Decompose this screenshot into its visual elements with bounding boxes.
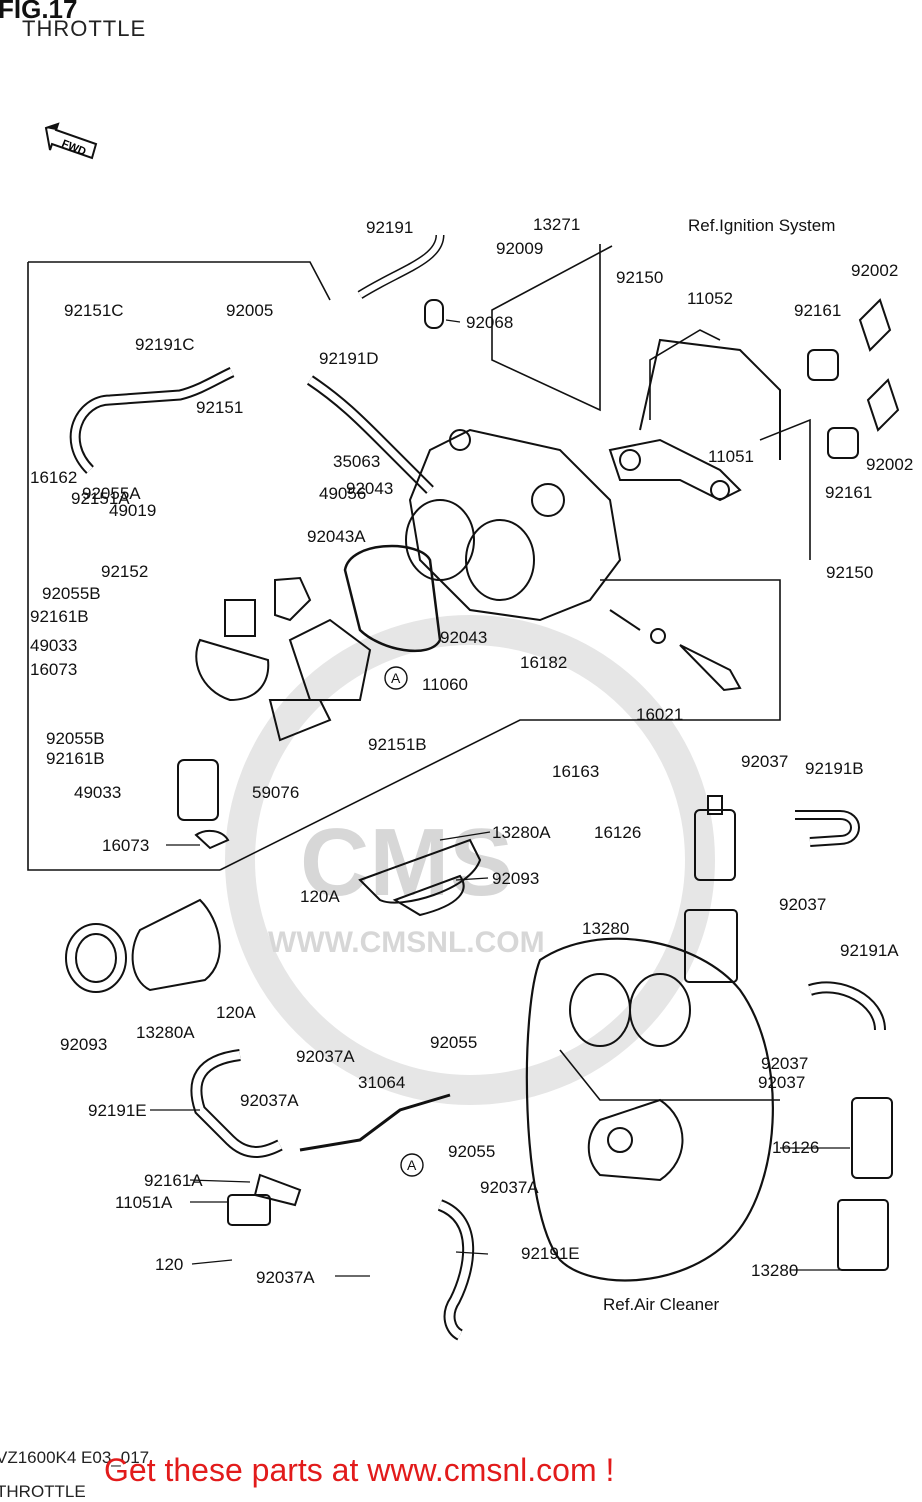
- callout-a-upper: A: [384, 666, 408, 690]
- part-label: 16073: [102, 836, 149, 855]
- part-label: 92191A: [840, 941, 899, 960]
- part-label: 92191C: [135, 335, 195, 354]
- part-label: 92151C: [64, 301, 124, 320]
- part-label: 13280: [582, 919, 629, 938]
- part-label: 92037A: [296, 1047, 355, 1066]
- part-label: 49056: [319, 484, 366, 503]
- part-label: 92191: [366, 218, 413, 237]
- part-label: 92037: [758, 1073, 805, 1092]
- part-label: 16021: [636, 705, 683, 724]
- part-label: 92151: [196, 398, 243, 417]
- part-label: 92043A: [307, 527, 366, 546]
- part-label: 120A: [300, 887, 340, 906]
- part-label: 92055B: [42, 584, 101, 603]
- part-label: 92055: [430, 1033, 477, 1052]
- forward-direction-icon: FWD: [44, 122, 98, 160]
- part-label: 92068: [466, 313, 513, 332]
- part-label: 11051: [708, 447, 754, 466]
- part-label: 92002: [866, 455, 913, 474]
- part-label: 92037A: [480, 1178, 539, 1197]
- watermark-url: WWW.CMSNL.COM: [268, 926, 545, 959]
- part-label: 11060: [422, 675, 468, 694]
- part-label: 92161A: [144, 1171, 203, 1190]
- part-label: 92009: [496, 239, 543, 258]
- callout-a-lower: A: [400, 1153, 424, 1177]
- part-label: 92161B: [30, 607, 89, 626]
- part-label: 92043: [346, 479, 393, 498]
- part-label: 92191E: [521, 1244, 580, 1263]
- part-label: 92037: [761, 1054, 808, 1073]
- ref-ignition-system: Ref.Ignition System: [688, 216, 835, 235]
- part-label: 92093: [60, 1035, 107, 1054]
- figure-title: THROTTLE: [22, 16, 147, 41]
- part-label: 16126: [772, 1138, 819, 1157]
- part-label: 35063: [333, 452, 380, 471]
- part-label: 92037A: [256, 1268, 315, 1287]
- part-label: 92043: [440, 628, 487, 647]
- part-label: 92161: [825, 483, 872, 502]
- part-label: 92191B: [805, 759, 864, 778]
- part-label: 59076: [252, 783, 299, 802]
- part-label: 92191D: [319, 349, 379, 368]
- ref-air-cleaner: Ref.Air Cleaner: [603, 1295, 720, 1314]
- part-label: 92093: [492, 869, 539, 888]
- part-label: 13280: [751, 1261, 798, 1280]
- part-label: 13280A: [136, 1023, 195, 1042]
- part-label: 92055B: [46, 729, 105, 748]
- part-label: 92150: [826, 563, 873, 582]
- buy-parts-link[interactable]: Get these parts at www.cmsnl.com !: [104, 1452, 615, 1488]
- part-label: 92191E: [88, 1101, 147, 1120]
- part-label: 49019: [109, 501, 156, 520]
- part-label: 92055: [448, 1142, 495, 1161]
- part-label: 92152: [101, 562, 148, 581]
- part-label: 92037: [779, 895, 826, 914]
- part-label: 92151B: [368, 735, 427, 754]
- leader-lines: [150, 319, 850, 1277]
- part-label: 92161: [794, 301, 841, 320]
- part-label: 92055A: [82, 484, 141, 503]
- footer-title: THROTTLE: [0, 1482, 86, 1501]
- part-label: 13271: [533, 215, 580, 234]
- model-code: VZ1600K4 E03_017: [0, 1448, 150, 1467]
- part-label: 13280A: [492, 823, 551, 842]
- part-number-labels: 92191 13271 92009 92150 11052 92002 9215…: [30, 215, 913, 1287]
- part-label: 16073: [30, 660, 77, 679]
- parts-drawing: [65, 234, 900, 1341]
- part-label: 120A: [216, 1003, 256, 1022]
- part-label: 31064: [358, 1073, 405, 1092]
- part-label: 92002: [851, 261, 898, 280]
- part-label: 16163: [552, 762, 599, 781]
- figure-number: FIG.17: [0, 0, 78, 24]
- part-label: 92005: [226, 301, 273, 320]
- part-label: 11052: [687, 289, 733, 308]
- assembly-outlines: [27, 244, 811, 1101]
- part-label: 92037: [741, 752, 788, 771]
- part-label: 16182: [520, 653, 567, 672]
- svg-text:A: A: [391, 670, 401, 686]
- part-label: 16162: [30, 468, 77, 487]
- part-label: 92150: [616, 268, 663, 287]
- part-label: 92161B: [46, 749, 105, 768]
- part-label: 92037A: [240, 1091, 299, 1110]
- part-label: 120: [155, 1255, 183, 1274]
- part-label: 11051A: [115, 1193, 173, 1212]
- part-label: 92151A: [71, 489, 130, 508]
- svg-text:A: A: [407, 1157, 417, 1173]
- part-label: 49033: [30, 636, 77, 655]
- part-label: 49033: [74, 783, 121, 802]
- part-label: 16126: [594, 823, 641, 842]
